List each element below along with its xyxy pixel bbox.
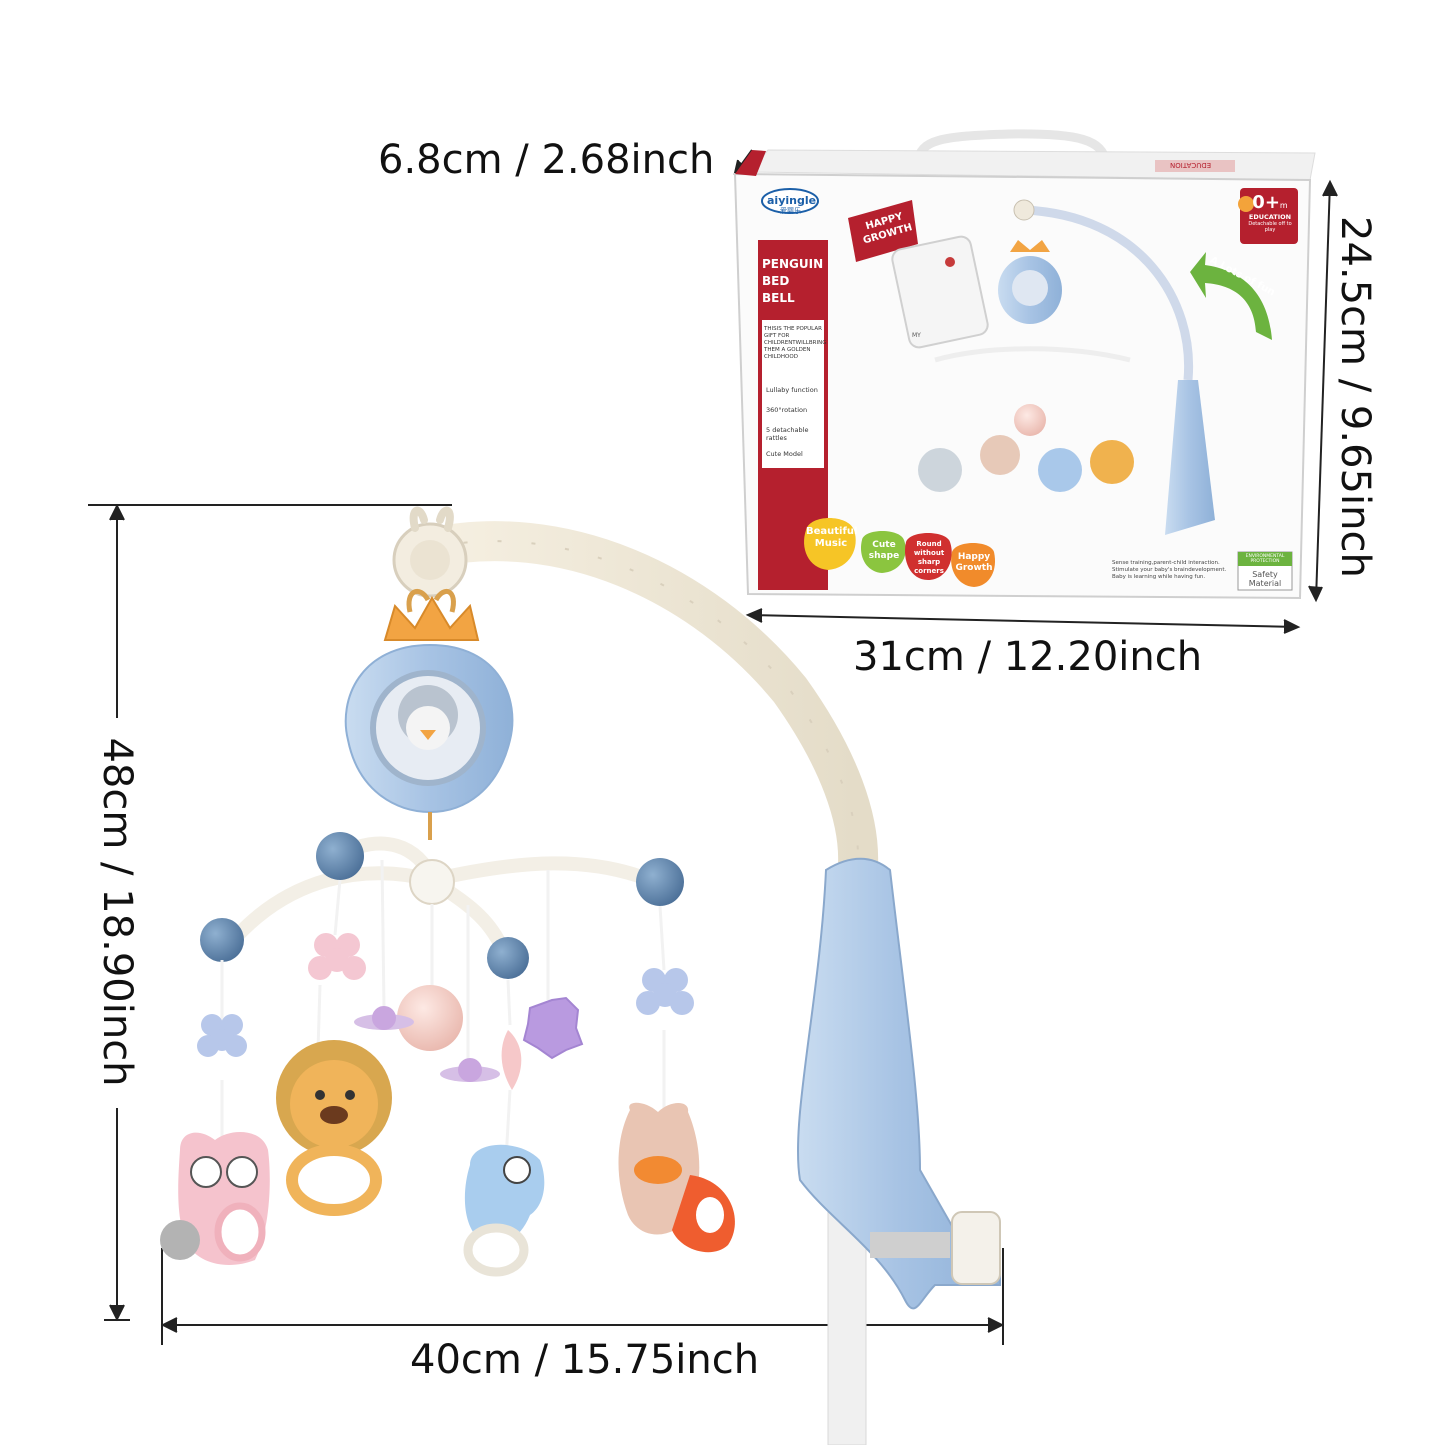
dimension-box-depth: 6.8cm / 2.68inch [378,137,715,183]
box-feature: 360°rotation [766,406,808,414]
box-caption-line: Stimulate your baby's braindevelopment. [1112,567,1227,573]
dimension-box-width: 31cm / 12.20inch [853,634,1203,680]
env-label: ENVIRONMENTAL PROTECTION [1245,554,1285,564]
bubble-happy: Happy Growth [955,552,993,573]
brand-subname: 爱婴乐 [780,207,801,215]
box-intro: THISIS THE POPULAR GIFT FOR CHILDRENTWIL… [764,326,826,361]
box-caption-line: Baby is learning while having fun. [1112,574,1206,580]
remote-label: MY [912,332,921,339]
age-badge: 0+m EDUCATION Detachable off to play [1244,192,1296,233]
top-label: EDUCATION [1170,161,1212,169]
box-intro-line: THEM A GOLDEN [764,347,811,353]
box-feature: 5 detachable rattles [766,426,809,442]
box-title-line: BED [762,274,790,288]
box-intro-line: GIFT FOR [764,333,790,339]
dimension-box-height: 24.5cm / 9.65inch [1332,216,1378,578]
bubble-music: Beautiful Music [806,526,858,549]
brand-name: aiyingle [767,194,817,207]
safety-label: Safety Material [1248,570,1282,588]
box-title-line: PENGUIN [762,257,824,271]
dimension-mobile-height: 48cm / 18.90inch [94,737,140,1087]
product-box [733,129,1316,600]
box-title-line: BELL [762,291,795,305]
box-intro-line: THISIS THE POPULAR [764,326,822,332]
box-features: Lullaby function 360°rotation 5 detachab… [766,386,826,458]
dimension-mobile-width: 40cm / 15.75inch [410,1337,760,1383]
bubble-round: Round without sharp corners [913,540,945,575]
box-caption: Sense training,parent-child interaction.… [1112,560,1226,581]
crib-mobile [160,506,1001,1445]
bubble-cute: Cute shape [868,540,900,561]
box-feature: Lullaby function [766,386,818,394]
box-intro-line: CHILDHOOD [764,354,798,360]
box-feature: Cute Model [766,450,803,458]
age-note: Detachable off to play [1248,221,1292,233]
box-intro-line: CHILDRENTWILLBRING [764,340,827,346]
box-caption-line: Sense training,parent-child interaction. [1112,560,1220,566]
age-label: EDUCATION [1248,213,1292,221]
age-value: 0+ [1252,192,1280,213]
box-title: PENGUIN BED BELL [762,256,823,307]
age-unit: m [1279,201,1288,210]
dimension-lines [88,149,1338,1345]
